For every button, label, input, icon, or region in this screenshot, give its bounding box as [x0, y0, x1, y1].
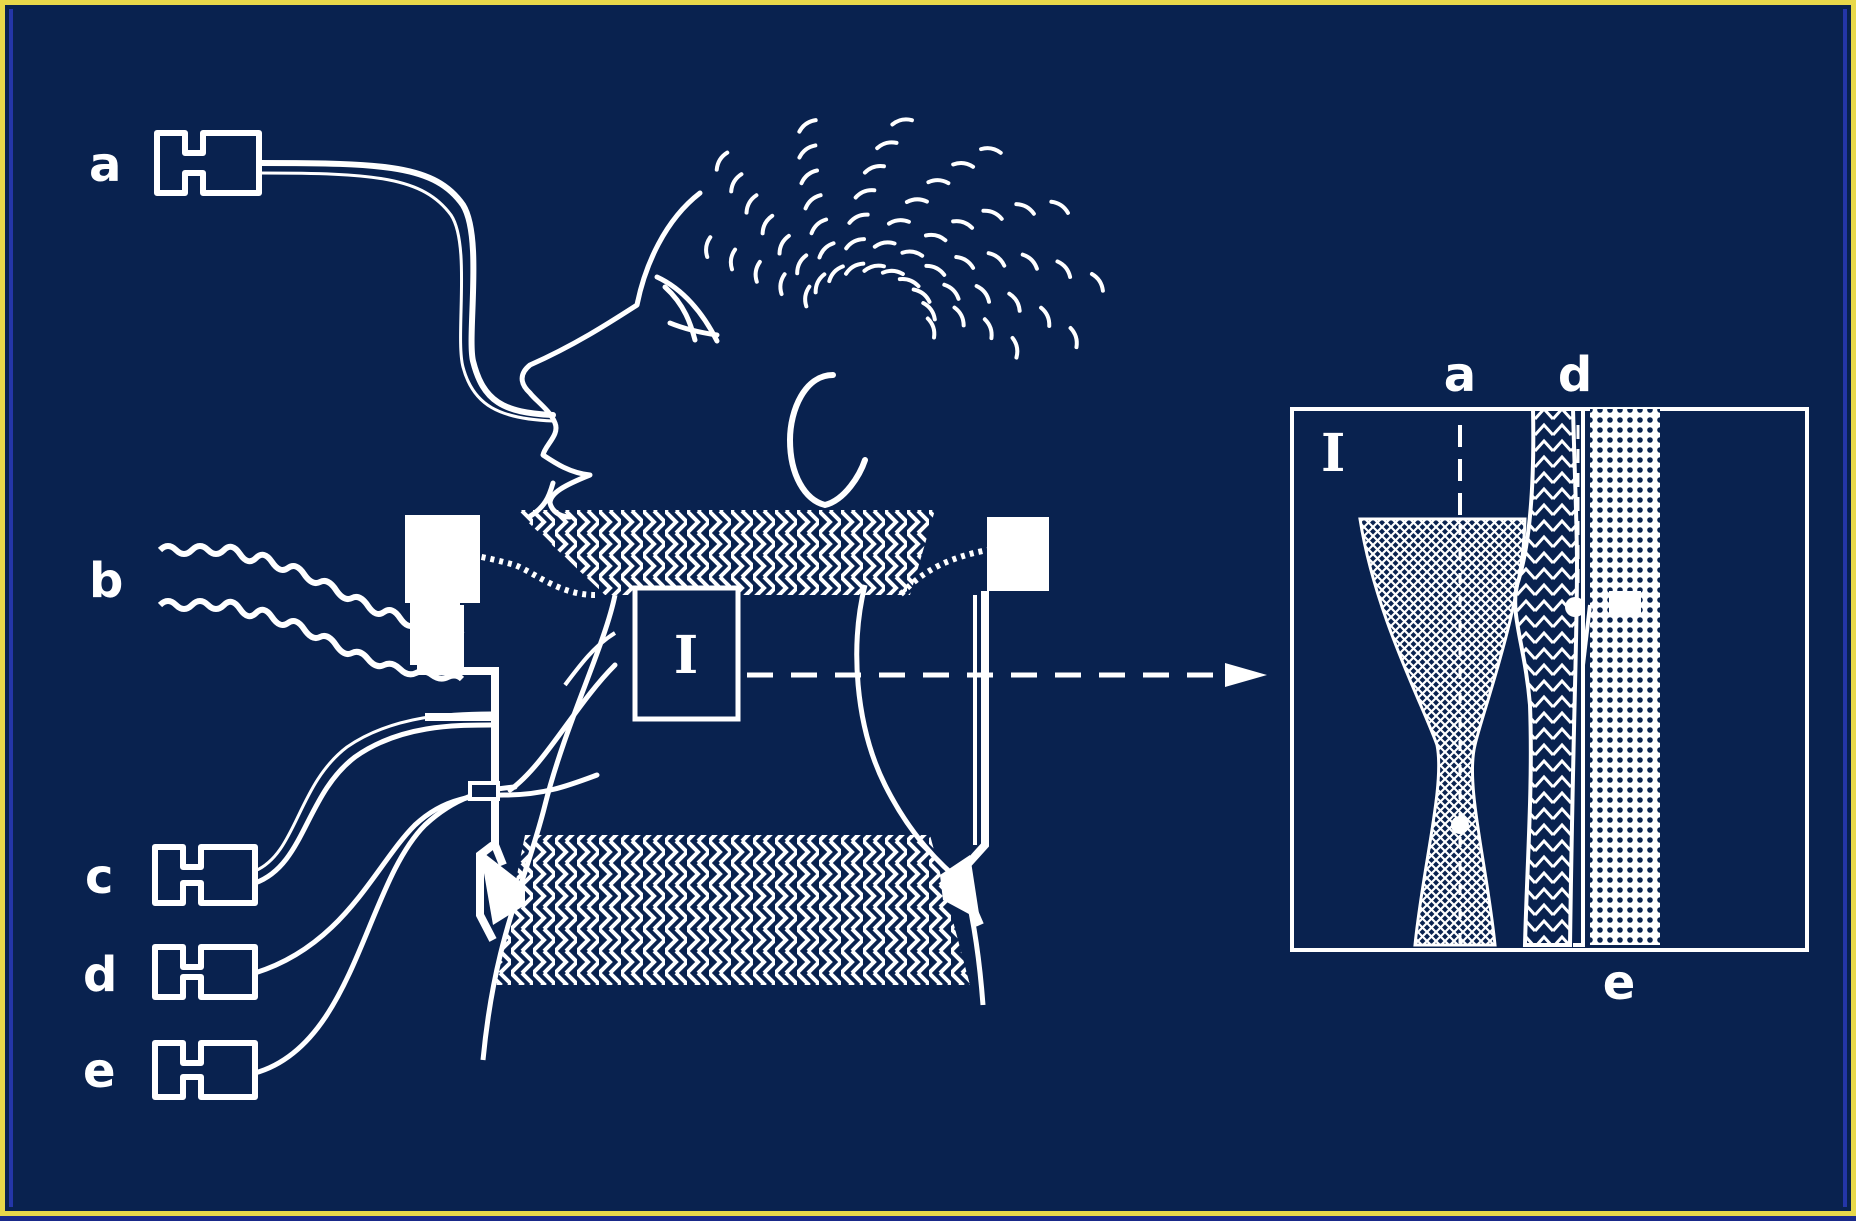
hair-curl: [1057, 261, 1070, 276]
hair-curl: [928, 318, 935, 337]
connector-a-icon: [157, 133, 259, 193]
hair-curl: [989, 253, 1005, 266]
hair-curl: [1023, 255, 1037, 269]
hair-curl: [926, 266, 944, 275]
inset-panel-label: I: [1321, 423, 1345, 484]
hair-curl: [875, 242, 895, 246]
window-i-label: I: [674, 625, 698, 686]
hair-curl: [756, 262, 760, 282]
apparatus-diagram: I I a d e a b c d e: [5, 5, 1856, 1221]
hair-curl: [819, 243, 833, 257]
hair-curl: [955, 308, 964, 326]
hair-curl: [731, 250, 735, 270]
label-a: a: [89, 137, 121, 193]
hair-curl: [985, 319, 992, 338]
hair-curl: [780, 236, 789, 254]
label-b: b: [89, 553, 123, 609]
hair-curl: [797, 255, 806, 273]
hair: [706, 119, 1103, 357]
hair-curl: [953, 163, 973, 167]
hair-curl: [780, 274, 784, 294]
hair-curl: [1051, 202, 1068, 213]
label-e: e: [83, 1043, 116, 1099]
inset-panel: I a d e: [1292, 347, 1807, 1011]
inset-label-e: e: [1603, 955, 1636, 1011]
inset-label-d: d: [1558, 347, 1592, 403]
hair-curl: [926, 235, 945, 240]
tube-a: [259, 163, 553, 415]
hair-curl: [856, 190, 875, 197]
hair-curl: [900, 279, 919, 286]
inset-label-a: a: [1444, 347, 1476, 403]
hair-curl: [846, 264, 863, 274]
hair-curl: [1016, 204, 1034, 214]
hair-curl: [805, 287, 809, 307]
hair-curl: [799, 120, 815, 132]
hair-curl: [865, 166, 884, 173]
hair-curl: [731, 174, 741, 191]
hair-curl: [846, 239, 864, 248]
hair-curl: [747, 195, 757, 212]
hair-curl: [983, 211, 1001, 219]
hair-curl: [763, 216, 773, 234]
neck-chamber: I: [405, 510, 1049, 1060]
hair-curl: [956, 257, 973, 268]
connector-e-icon: [155, 1043, 255, 1097]
hair-curl: [1071, 328, 1077, 347]
hair-curl: [907, 199, 927, 202]
hair-curl: [892, 119, 912, 124]
hair-curl: [806, 195, 821, 208]
hair-curl: [706, 237, 710, 257]
hair-curl: [981, 148, 1001, 153]
connector-d-icon: [155, 947, 255, 997]
hair-curl: [1092, 274, 1103, 291]
arrow-icon: [1225, 663, 1267, 687]
hair-curl: [829, 266, 843, 281]
hair-curl: [889, 220, 909, 223]
projection-arrow: [747, 663, 1267, 687]
hair-curl: [944, 285, 958, 299]
hair-curl: [849, 215, 867, 223]
hair-curl: [977, 286, 989, 302]
wire-d: [255, 795, 505, 973]
connector-c-icon: [155, 847, 255, 903]
hair-curl: [717, 153, 728, 170]
hair-curl: [812, 219, 827, 233]
hair-curl: [883, 271, 903, 274]
hair-curl: [864, 266, 883, 271]
hair-curl: [1041, 308, 1049, 326]
wire-e: [255, 787, 515, 1073]
hair-curl: [923, 303, 935, 319]
hair-curl: [802, 170, 817, 183]
label-c: c: [85, 849, 113, 905]
hair-curl: [1009, 294, 1019, 311]
hair-curl: [799, 145, 815, 157]
hair-curl: [877, 142, 896, 148]
hair-curl: [816, 274, 825, 292]
hair-curl: [914, 290, 930, 302]
hair-curl: [953, 221, 972, 228]
label-d: d: [83, 947, 117, 1003]
head-outline: [522, 193, 865, 517]
hair-curl: [1013, 338, 1018, 358]
hair-curl: [928, 180, 948, 183]
hair-curl: [902, 252, 922, 256]
